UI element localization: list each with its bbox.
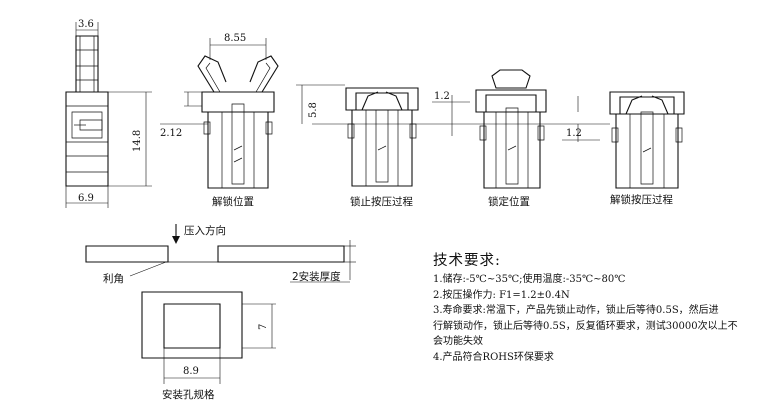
view-lock-position: 锁定位置	[476, 70, 546, 208]
label-sharp-corner: 利角	[103, 273, 124, 285]
dim-2-12: 2.12	[160, 128, 182, 139]
requirement-item: 会功能失效	[433, 336, 483, 348]
caption-lock-position: 锁定位置	[488, 195, 530, 208]
side-view: 3.6 14.8 6.9	[66, 19, 152, 208]
requirements-title: 技术要求:	[433, 253, 501, 269]
label-panel-thickness: 2安装厚度	[292, 270, 341, 283]
technical-requirements: 技术要求: 1.储存:-5℃~35℃;使用温度:-35℃~80℃ 2.按压操作力…	[433, 251, 779, 366]
requirement-item: 行解锁动作，锁止后等待0.5S，反复循环要求，测试30000次以上不	[433, 320, 738, 332]
requirement-item: 1.储存:-5℃~35℃;使用温度:-35℃~80℃	[433, 274, 626, 285]
dim-hole-height: 7	[258, 324, 269, 330]
mounting-hole: 7 8.9 安装孔规格	[142, 292, 276, 401]
dim-3-6: 3.6	[78, 19, 94, 30]
dim-1-2-a: 1.2	[434, 91, 450, 102]
view-unlock-position: 8.55 2.12 解锁位置	[160, 33, 278, 208]
view-lock-press-process: 锁止按压过程	[346, 88, 418, 208]
dim-14-8: 14.8	[132, 130, 143, 152]
caption-hole-spec: 安装孔规格	[162, 388, 215, 401]
dim-8-55: 8.55	[224, 33, 246, 44]
dim-6-9: 6.9	[78, 193, 94, 204]
requirement-item: 4.产品符合ROHS环保要求	[433, 351, 554, 363]
dim-5-8: 5.8	[308, 102, 319, 118]
dim-1-2-b: 1.2	[566, 128, 582, 139]
label-press-direction: 压入方向	[184, 224, 226, 237]
requirement-item: 2.按压操作力: F1=1.2±0.4N	[433, 289, 570, 301]
panel-section: 压入方向 2安装厚度 利角	[86, 224, 356, 285]
caption-unlock-press-process: 解锁按压过程	[610, 193, 673, 206]
view-unlock-press-process: 解锁按压过程	[610, 92, 684, 206]
dim-hole-width: 8.9	[183, 366, 199, 377]
requirement-item: 3.寿命要求:常温下，产品先锁止动作，锁止后等待0.5S，然后进	[433, 305, 719, 317]
caption-unlock-position: 解锁位置	[212, 195, 254, 208]
caption-lock-press-process: 锁止按压过程	[350, 195, 413, 208]
